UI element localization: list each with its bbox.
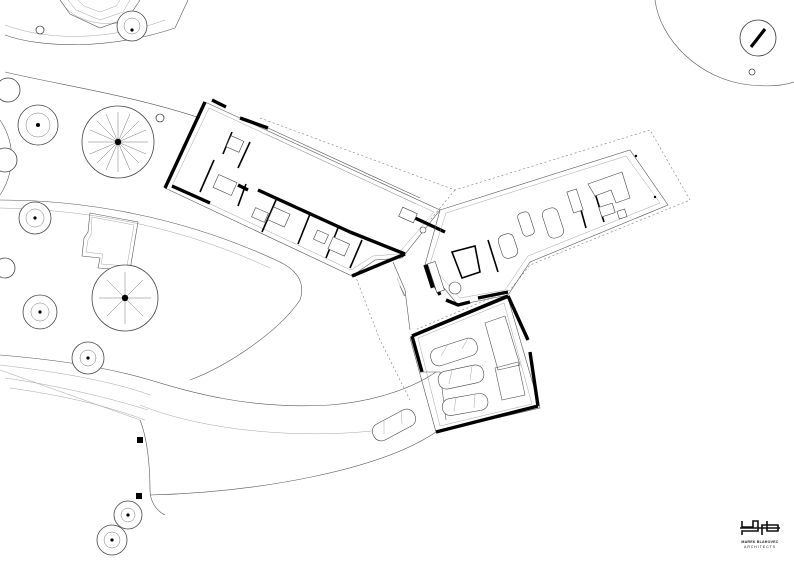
tree-icon bbox=[81, 105, 155, 179]
tree-icon bbox=[71, 341, 105, 375]
car-icon bbox=[430, 337, 478, 367]
entrance bbox=[392, 261, 411, 331]
tree-icon bbox=[96, 524, 128, 556]
car-icon bbox=[437, 364, 485, 390]
tree-icon bbox=[113, 500, 143, 530]
car-icon bbox=[441, 393, 489, 416]
gate-post bbox=[137, 437, 143, 443]
gate-post bbox=[136, 493, 142, 499]
trees bbox=[0, 10, 756, 556]
outbuilding bbox=[81, 212, 139, 271]
west-wing bbox=[163, 98, 446, 278]
north-arrow-icon bbox=[739, 19, 777, 57]
tree-icon bbox=[18, 201, 52, 235]
car-icon bbox=[371, 408, 417, 442]
tree-icon bbox=[22, 294, 58, 330]
logo-name: MAREK BLAHOVEC bbox=[741, 540, 779, 544]
tree-icon bbox=[17, 104, 59, 146]
tree-icon bbox=[0, 77, 21, 279]
logo-subtitle: ARCHITECTS bbox=[744, 545, 776, 549]
tree-icon bbox=[116, 10, 148, 42]
terrace-outline bbox=[259, 117, 691, 401]
architect-logo: MAREK BLAHOVEC ARCHITECTS bbox=[737, 517, 783, 553]
tree-icon bbox=[35, 25, 756, 76]
tree-icon bbox=[91, 264, 159, 332]
logo-mark-icon bbox=[740, 520, 780, 535]
tree-icon bbox=[155, 113, 165, 123]
east-wing bbox=[423, 149, 669, 307]
garage bbox=[409, 294, 541, 434]
